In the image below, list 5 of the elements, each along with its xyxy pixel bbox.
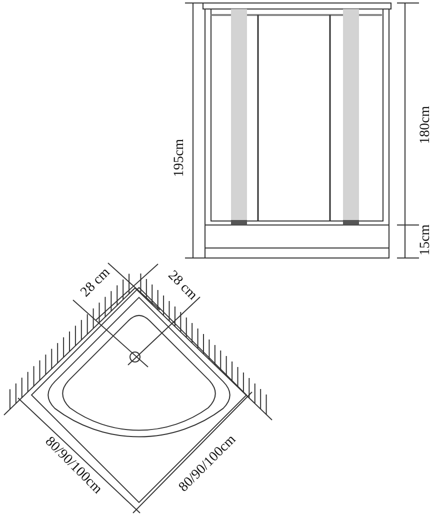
dimension-label: 15cm [419, 224, 433, 256]
dimension-label: 28 cm [78, 266, 114, 300]
dimension-label: 195cm [173, 138, 187, 178]
dimension-label: 180cm [419, 106, 433, 144]
dimension-label: 28 cm [164, 268, 200, 304]
